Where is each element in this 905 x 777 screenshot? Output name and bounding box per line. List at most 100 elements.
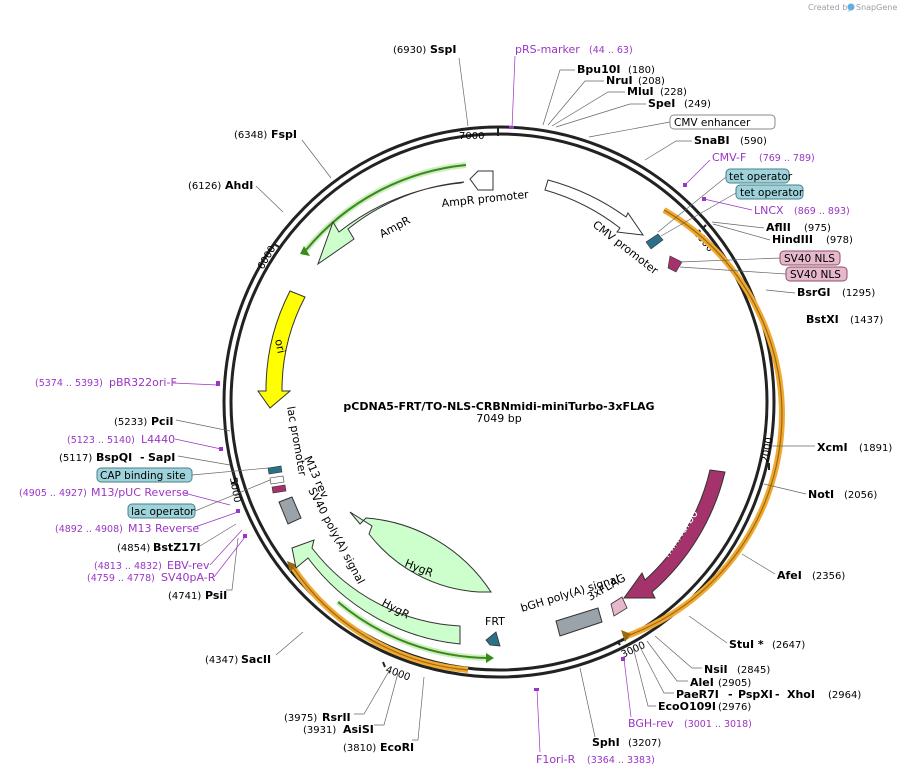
ampr-promoter-feature[interactable] [469, 170, 494, 191]
enzyme-fspi[interactable]: (6348) FspI [234, 128, 332, 179]
enzyme-nrui[interactable]: NruI (208) [547, 74, 665, 126]
lac-operator-feature[interactable] [267, 465, 283, 475]
miniturbo-feature[interactable] [623, 469, 726, 599]
primer-sv40pa-r[interactable]: (4759 .. 4778) SV40pA-R [87, 534, 247, 584]
primer-cmv-f[interactable]: CMV-F (769 .. 789) [683, 151, 815, 187]
asisi-name: AsiSI [343, 723, 374, 736]
enzyme-eco0109i[interactable]: EcoO109I (2976) [632, 646, 751, 713]
frt-label: FRT [485, 615, 505, 628]
plasmid-name: pCDNA5-FRT/TO-NLS-CRBNmidi-miniTurbo-3xF… [343, 400, 654, 413]
ori-feature[interactable] [257, 290, 306, 409]
box-tet-operator-1[interactable]: tet operator [657, 168, 793, 233]
bstxi-name: BstXI [806, 313, 839, 326]
primer-m13-puc-reverse[interactable]: (4905 .. 4927) M13/pUC Reverse [19, 486, 231, 506]
snapgene-logo-icon [847, 3, 855, 11]
box-lac-operator[interactable]: lac operator [127, 479, 271, 519]
mlui-pos: (228) [660, 87, 687, 98]
box-tet-operator-2[interactable]: tet operator [660, 184, 804, 237]
enzyme-bstz17i[interactable]: (4854) BstZ17I [117, 523, 237, 554]
cmv-f-range: (769 .. 789) [759, 153, 815, 164]
tet-operator-1-label: tet operator [729, 171, 793, 183]
enzyme-aflii[interactable]: AflII (975) [711, 221, 831, 234]
fspi-pos: (6348) [234, 130, 267, 141]
primer-ebv-rev[interactable]: (4813 .. 4832) EBV-rev [94, 529, 243, 572]
bgh-rev-name: BGH-rev [628, 717, 674, 730]
primer-f1ori-r[interactable]: F1ori-R (3364 .. 3383) [534, 688, 655, 766]
l4440-name: L4440 [141, 433, 175, 446]
lac-promoter-feature[interactable] [269, 475, 285, 485]
noti-pos: (2056) [844, 490, 877, 501]
enzyme-asisi[interactable]: (3931) AsiSI [303, 672, 399, 736]
enzyme-bpu10i[interactable]: Bpu10I (180) [542, 63, 655, 126]
enzyme-mlui[interactable]: MluI (228) [551, 85, 687, 127]
paer7i-name: PaeR7I [676, 688, 719, 701]
enzyme-paer7i[interactable]: PaeR7I - PspXI - XhoI (2964) [638, 644, 861, 701]
box-sv40-nls-2[interactable]: SV40 NLS [679, 266, 848, 282]
m13-puc-reverse-range: (4905 .. 4927) [19, 488, 87, 499]
box-sv40-nls-1[interactable]: SV40 NLS [679, 250, 841, 266]
bstz17i-pos: (4854) [117, 543, 150, 554]
primer-prs-marker[interactable]: pRS-marker (44 .. 63) [509, 43, 633, 129]
enzyme-xcmi[interactable]: XcmI (1891) [771, 441, 892, 454]
ampr-feature[interactable] [317, 181, 465, 266]
bgh-polya-feature[interactable] [555, 607, 603, 637]
cmv-promoter-feature[interactable] [544, 179, 645, 236]
bspqi-sep: - [140, 451, 145, 464]
enzyme-sspi[interactable]: (6930) SspI [393, 43, 469, 127]
enzyme-stui[interactable]: StuI * (2647) [688, 615, 805, 651]
box-cap-binding-site[interactable]: CAP binding site [96, 467, 269, 483]
primer-m13-reverse[interactable]: (4892 .. 4908) M13 Reverse [55, 509, 240, 535]
hygr-inner-feature[interactable] [349, 511, 492, 593]
threexflag-feature[interactable] [610, 596, 628, 617]
enzyme-ahdi[interactable]: (6126) AhdI [188, 179, 284, 213]
enzyme-psii[interactable]: (4741) PsiI [168, 537, 239, 602]
enzyme-alei[interactable]: AleI (2905) [646, 640, 751, 689]
frt-feature[interactable] [485, 631, 501, 647]
enzyme-bspqi[interactable]: (5117) BspQI - SapI [59, 451, 231, 466]
enzyme-ecori[interactable]: (3810) EcoRI [343, 676, 425, 754]
enzyme-nsii[interactable]: NsiI (2845) [654, 635, 770, 676]
mlui-name: MluI [627, 85, 654, 98]
enzyme-noti[interactable]: NotI (2056) [763, 483, 877, 501]
prs-marker-name: pRS-marker [515, 43, 580, 56]
enzyme-hindiii[interactable]: HindIII (978) [712, 223, 853, 246]
eco0109i-name: EcoO109I [658, 700, 716, 713]
sv40-polya-feature[interactable] [278, 496, 302, 525]
bspqi-pos: (5117) [59, 453, 92, 464]
enzyme-sphi[interactable]: SphI (3207) [579, 667, 661, 749]
enzyme-afei[interactable]: AfeI (2356) [741, 553, 845, 582]
sv40-nls-feature[interactable] [667, 255, 683, 273]
lac-operator-label: lac operator [131, 506, 195, 518]
bspqi-name: BspQI [96, 451, 132, 464]
xhoi-name: XhoI [787, 688, 815, 701]
credit-brand: SnapGene [856, 3, 897, 12]
bgh-rev-range: (3001 .. 3018) [684, 719, 752, 730]
ecori-pos: (3810) [343, 743, 376, 754]
tet-operator-feature[interactable] [645, 233, 664, 250]
sphi-pos: (3207) [628, 738, 661, 749]
m13-rev-feature[interactable] [271, 484, 287, 494]
enzyme-spei[interactable]: SpeI (249) [555, 97, 711, 128]
enzyme-rsrii[interactable]: (3975) RsrII [284, 670, 390, 724]
enzyme-pcii[interactable]: (5233) PciI [114, 415, 231, 432]
sv40-nls-1-label: SV40 NLS [784, 253, 835, 265]
primer-l4440[interactable]: (5123 .. 5140) L4440 [67, 433, 223, 451]
enzyme-bstxi[interactable]: BstXI (1437) [806, 313, 883, 326]
cmv-enhancer-label: CMV enhancer [674, 117, 751, 129]
bsrgi-name: BsrGI [797, 286, 830, 299]
hygr-outer-feature[interactable] [291, 539, 461, 645]
primer-lncx[interactable]: LNCX (869 .. 893) [702, 197, 850, 217]
primer-pbr322ori-f[interactable]: (5374 .. 5393) pBR322ori-F [35, 376, 220, 389]
spei-name: SpeI [648, 97, 675, 110]
enzyme-bsrgi[interactable]: BsrGI (1295) [765, 286, 875, 299]
primer-bgh-rev[interactable]: BGH-rev (3001 .. 3018) [621, 657, 752, 730]
tick-7000: 7000 [459, 131, 484, 142]
enzyme-snabi[interactable]: SnaBI (590) [644, 134, 767, 161]
stui-pos: (2647) [772, 640, 805, 651]
pcii-name: PciI [151, 415, 173, 428]
box-cmv-enhancer[interactable]: CMV enhancer [588, 114, 776, 138]
m13-reverse-name: M13 Reverse [128, 522, 199, 535]
pspxi-name: PspXI [738, 688, 773, 701]
enzyme-sacii[interactable]: (4347) SacII [205, 631, 304, 666]
